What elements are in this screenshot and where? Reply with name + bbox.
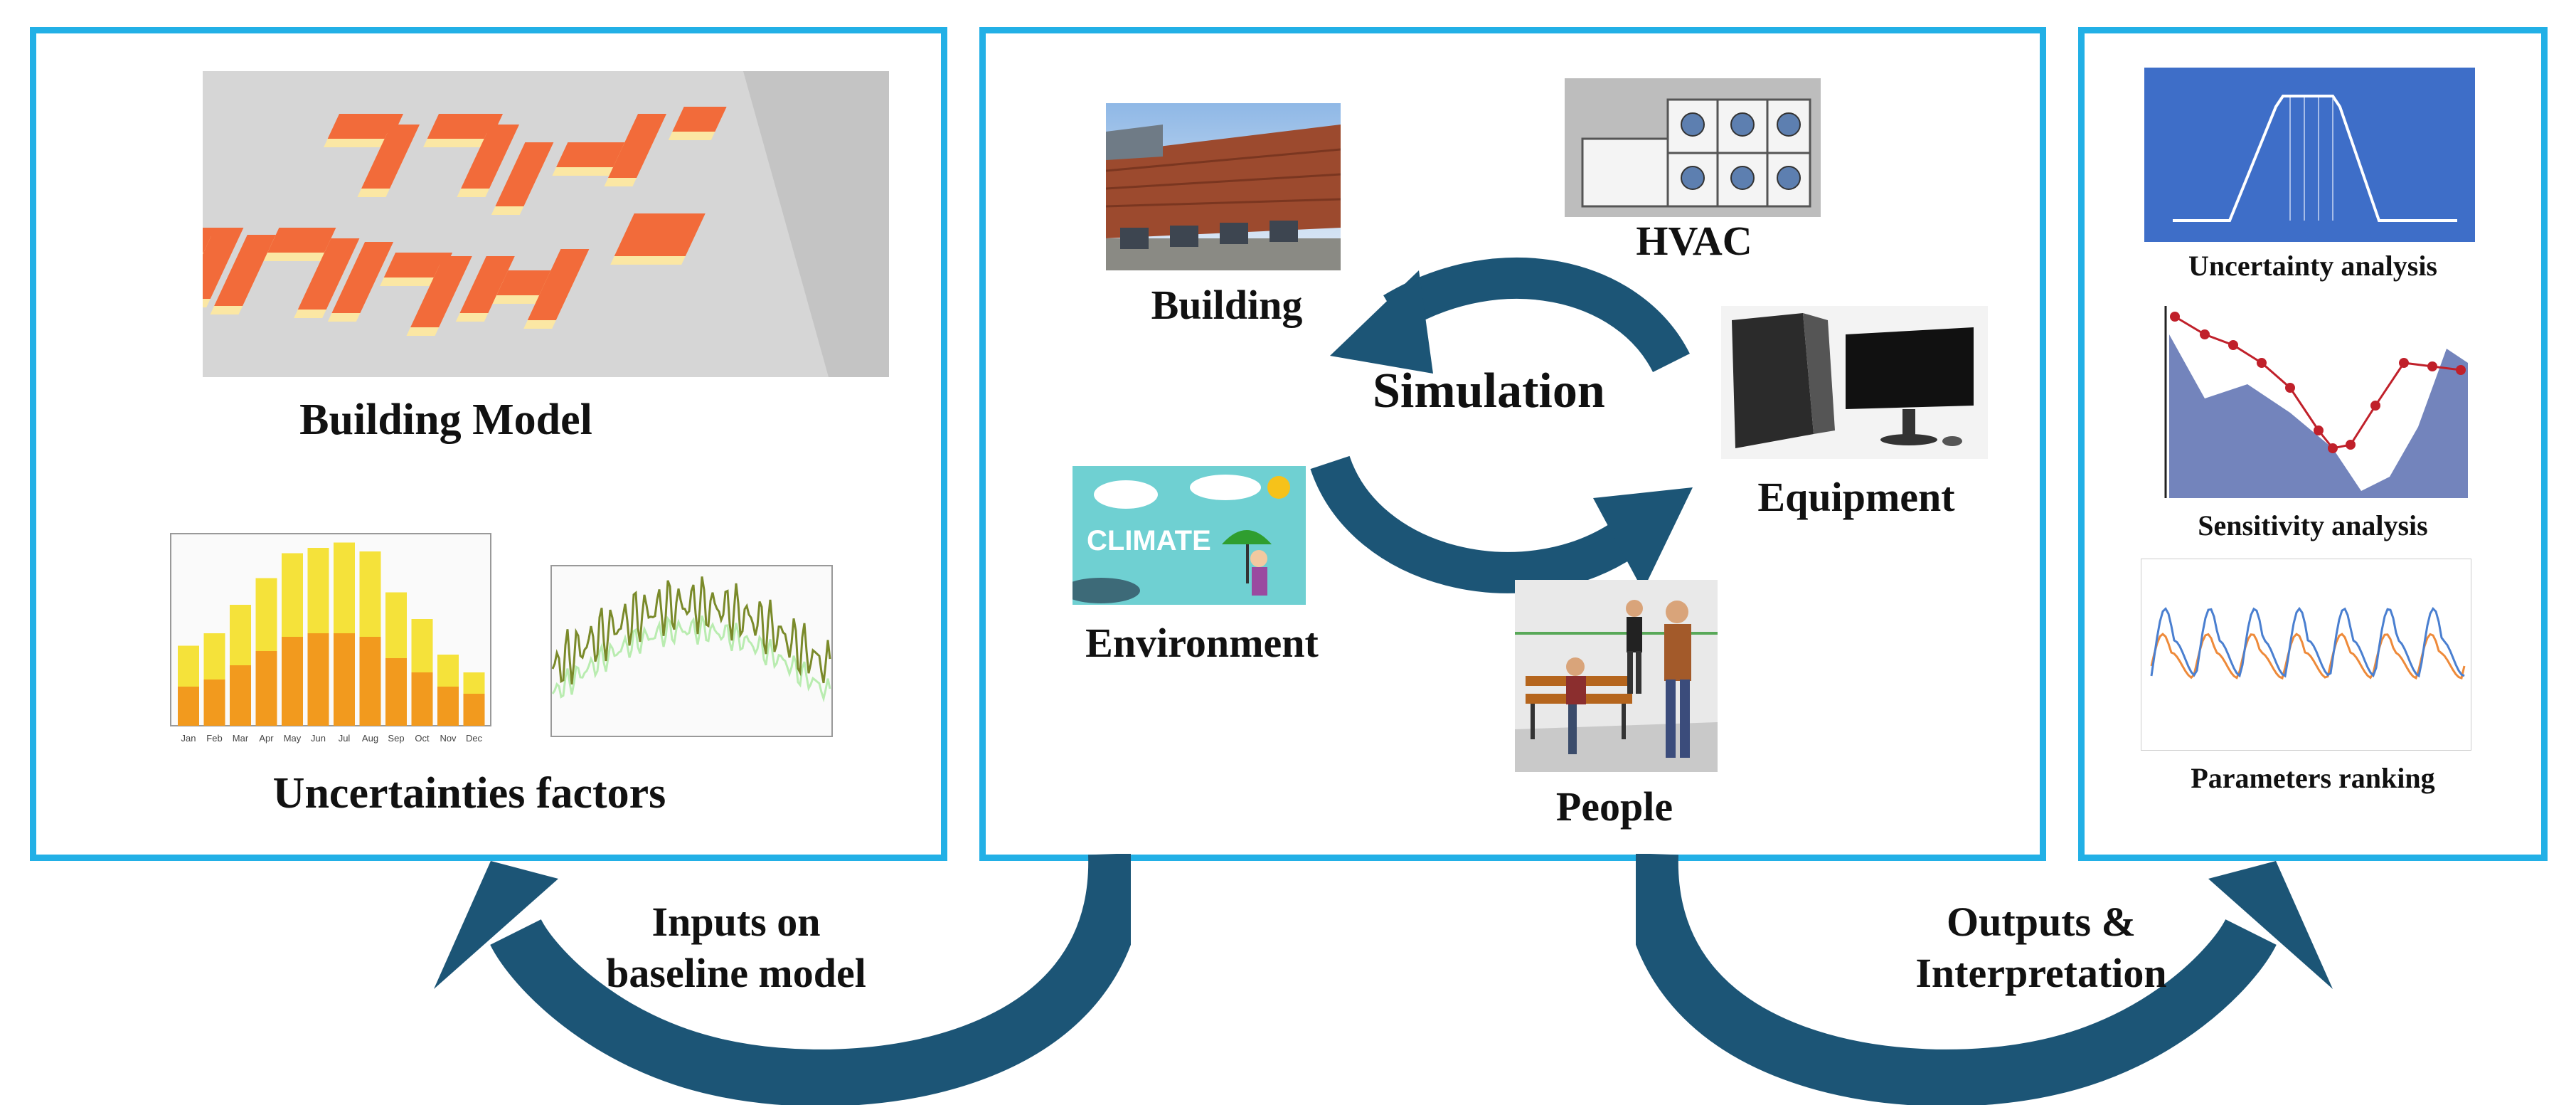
bar-orange (230, 665, 251, 726)
bar-orange (359, 637, 381, 726)
pr-series-2 (2150, 633, 2466, 680)
building-model-render (203, 71, 889, 377)
building-block-roof (459, 256, 515, 313)
hvac-unit-icon (1565, 78, 1821, 217)
hvac-label: HVAC (1636, 218, 1752, 264)
pr-series-1 (2150, 606, 2465, 678)
sa-point (2285, 383, 2295, 393)
building-block-roof (614, 213, 706, 256)
month-tick: Mar (233, 733, 249, 744)
parameters-ranking-label: Parameters ranking (2191, 762, 2435, 794)
inputs-arrow (434, 854, 1131, 1105)
line-series-min (551, 615, 831, 703)
building-block-roof (297, 238, 360, 310)
month-tick: Aug (362, 733, 378, 744)
sa-point (2200, 329, 2210, 339)
building-block-roof (556, 142, 632, 167)
month-tick: Jul (339, 733, 351, 744)
line-series-max (551, 576, 831, 684)
building-block-roof (495, 142, 554, 206)
month-tick: Oct (415, 733, 430, 744)
sa-point (2314, 425, 2324, 435)
building-block-roof (410, 256, 472, 327)
people-icon (1515, 580, 1718, 772)
building-block-roof (608, 114, 667, 178)
sa-point (2346, 440, 2356, 450)
bar-orange (282, 637, 303, 726)
sensitivity-analysis-label: Sensitivity analysis (2198, 509, 2428, 541)
sa-point (2257, 358, 2267, 368)
building-photo (1106, 103, 1341, 270)
building-block-roof (461, 125, 520, 189)
inputs-line-2: baseline model (606, 950, 866, 996)
building-block-roof (527, 249, 590, 320)
inputs-arrow-label: Inputs on baseline model (606, 897, 866, 999)
uncertainty-analysis-label: Uncertainty analysis (2188, 250, 2437, 282)
building-block-roof (214, 235, 276, 306)
equipment-label: Equipment (1757, 474, 1955, 520)
climate-icon: CLIMATE (1073, 466, 1306, 605)
sa-point (2328, 443, 2338, 453)
bar-orange (437, 687, 459, 726)
outputs-line-1: Outputs & (1947, 899, 2136, 945)
sa-point (2456, 365, 2466, 375)
daily-line-chart (550, 565, 833, 737)
sa-point (2399, 358, 2409, 368)
bar-orange (307, 633, 329, 726)
pr-frame (2141, 559, 2471, 751)
cycle-arrow-icon (1310, 258, 1693, 593)
month-tick: Feb (206, 733, 222, 744)
building-block-roof (331, 242, 394, 313)
month-tick: Sep (388, 733, 404, 744)
computer-icon (1721, 306, 1988, 459)
bar-orange (463, 694, 485, 726)
building-model-label: Building Model (299, 396, 592, 444)
sa-point (2170, 312, 2180, 322)
sa-point (2427, 361, 2437, 371)
month-tick: Jun (311, 733, 326, 744)
month-tick: Nov (440, 733, 457, 744)
outputs-arrow-label: Outputs & Interpretation (1915, 897, 2166, 999)
bar-orange (178, 687, 199, 726)
sa-area (2169, 334, 2468, 498)
people-label: People (1555, 783, 1673, 830)
climate-text: CLIMATE (1087, 525, 1211, 556)
month-tick: May (284, 733, 302, 744)
building-block-roof (361, 125, 420, 189)
sa-point (2370, 401, 2380, 411)
building-label: Building (1151, 282, 1303, 328)
simulation-label: Simulation (1373, 364, 1605, 418)
sensitivity-analysis-chart (2164, 306, 2468, 498)
ua-background (2144, 68, 2475, 242)
uncertainties-factors-label: Uncertainties factors (272, 769, 666, 818)
month-tick: Apr (259, 733, 274, 744)
building-block-roof (327, 114, 404, 139)
parameters-ranking-chart (2141, 559, 2471, 751)
inputs-line-1: Inputs on (651, 899, 821, 945)
outputs-arrow (1636, 854, 2333, 1105)
environment-label: Environment (1085, 620, 1319, 666)
monthly-bar-chart: Jan Feb Mar Apr May Jun Jul Aug Sep Oct Nov Dec (170, 533, 491, 744)
building-block-roof (427, 114, 504, 139)
building-block-roof (203, 228, 244, 299)
bar-orange (385, 658, 407, 726)
outputs-line-2: Interpretation (1915, 950, 2167, 996)
building-block-roof (383, 253, 453, 277)
building-block-roof (672, 107, 727, 132)
building-block-roof (267, 228, 336, 253)
bar-orange (334, 633, 355, 726)
sa-point (2228, 340, 2238, 350)
uncertainty-analysis-chart (2144, 68, 2475, 242)
bar-orange (203, 680, 225, 726)
bar-orange (255, 651, 277, 726)
month-tick: Jan (181, 733, 196, 744)
month-tick: Dec (466, 733, 483, 744)
ua-curve (2173, 95, 2457, 222)
bar-orange (411, 672, 433, 726)
